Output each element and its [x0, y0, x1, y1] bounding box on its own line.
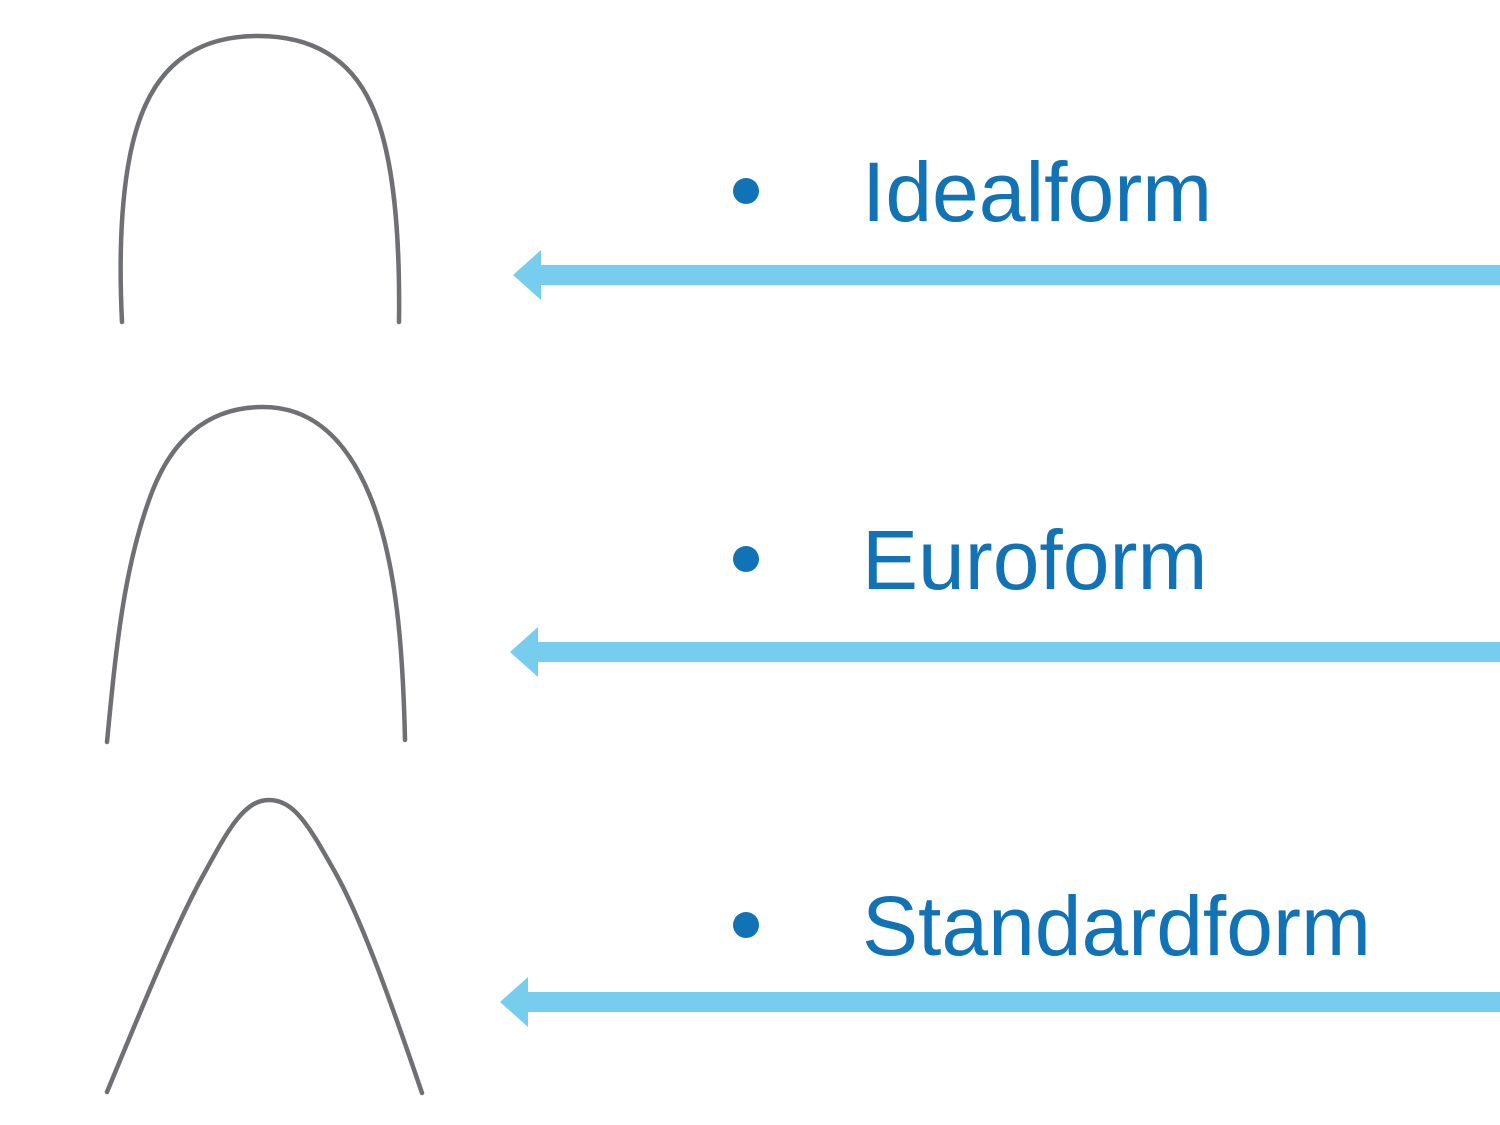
left-arrow-euroform-icon — [510, 627, 1500, 677]
label-row-idealform: Idealform — [733, 150, 1212, 234]
bullet-icon — [733, 912, 759, 938]
label-euroform: Euroform — [862, 513, 1208, 607]
archwire-standardform-icon — [104, 797, 425, 1096]
left-arrow-idealform-icon — [513, 250, 1500, 300]
label-row-euroform: Euroform — [733, 518, 1207, 602]
archwire-euroform-icon — [104, 404, 408, 745]
label-row-standardform: Standardform — [733, 884, 1371, 968]
label-idealform: Idealform — [862, 145, 1213, 239]
left-arrow-standardform-icon — [500, 977, 1500, 1027]
label-standardform: Standardform — [862, 879, 1371, 973]
archwire-idealform-icon — [118, 33, 402, 325]
bullet-icon — [733, 546, 759, 572]
bullet-icon — [733, 178, 759, 204]
